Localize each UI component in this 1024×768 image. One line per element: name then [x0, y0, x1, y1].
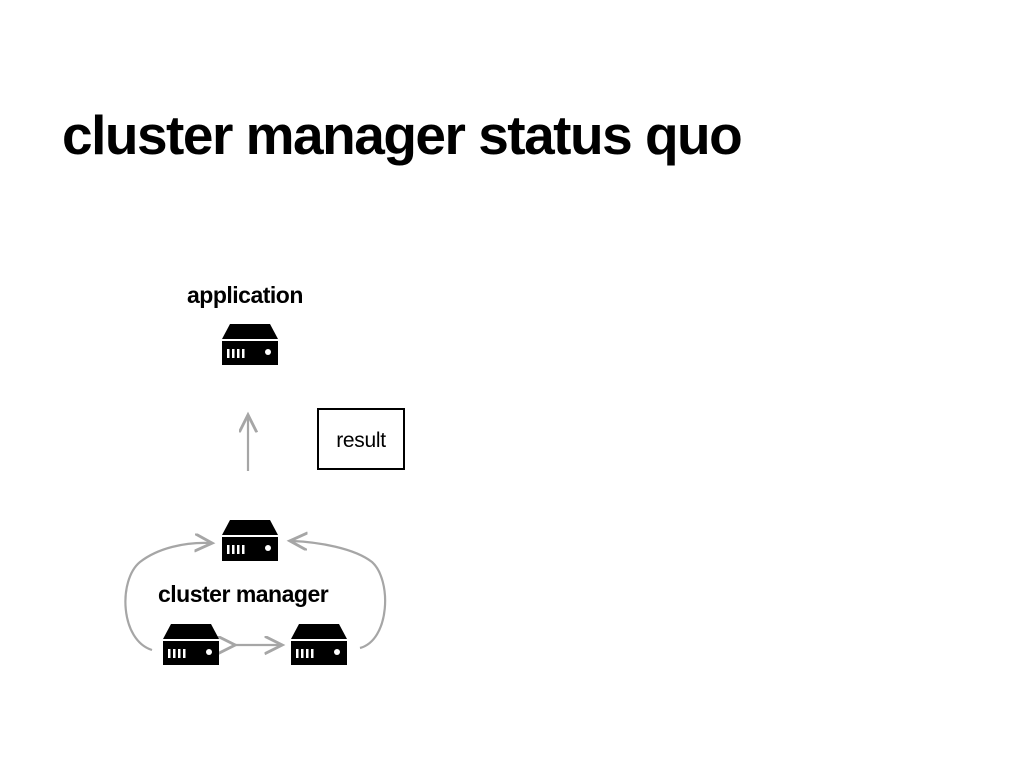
server-icon [163, 624, 219, 665]
result-label: result [336, 429, 386, 452]
server-icon [291, 624, 347, 665]
right-curve-arrow [292, 541, 387, 650]
server-icon [222, 520, 278, 561]
server-icon [222, 324, 278, 365]
application-label: application [187, 282, 303, 308]
result-box: result [317, 408, 405, 470]
slide-title: cluster manager status quo [62, 104, 743, 166]
cluster-manager-label: cluster manager [158, 581, 329, 607]
left-curve-arrow [124, 543, 210, 652]
